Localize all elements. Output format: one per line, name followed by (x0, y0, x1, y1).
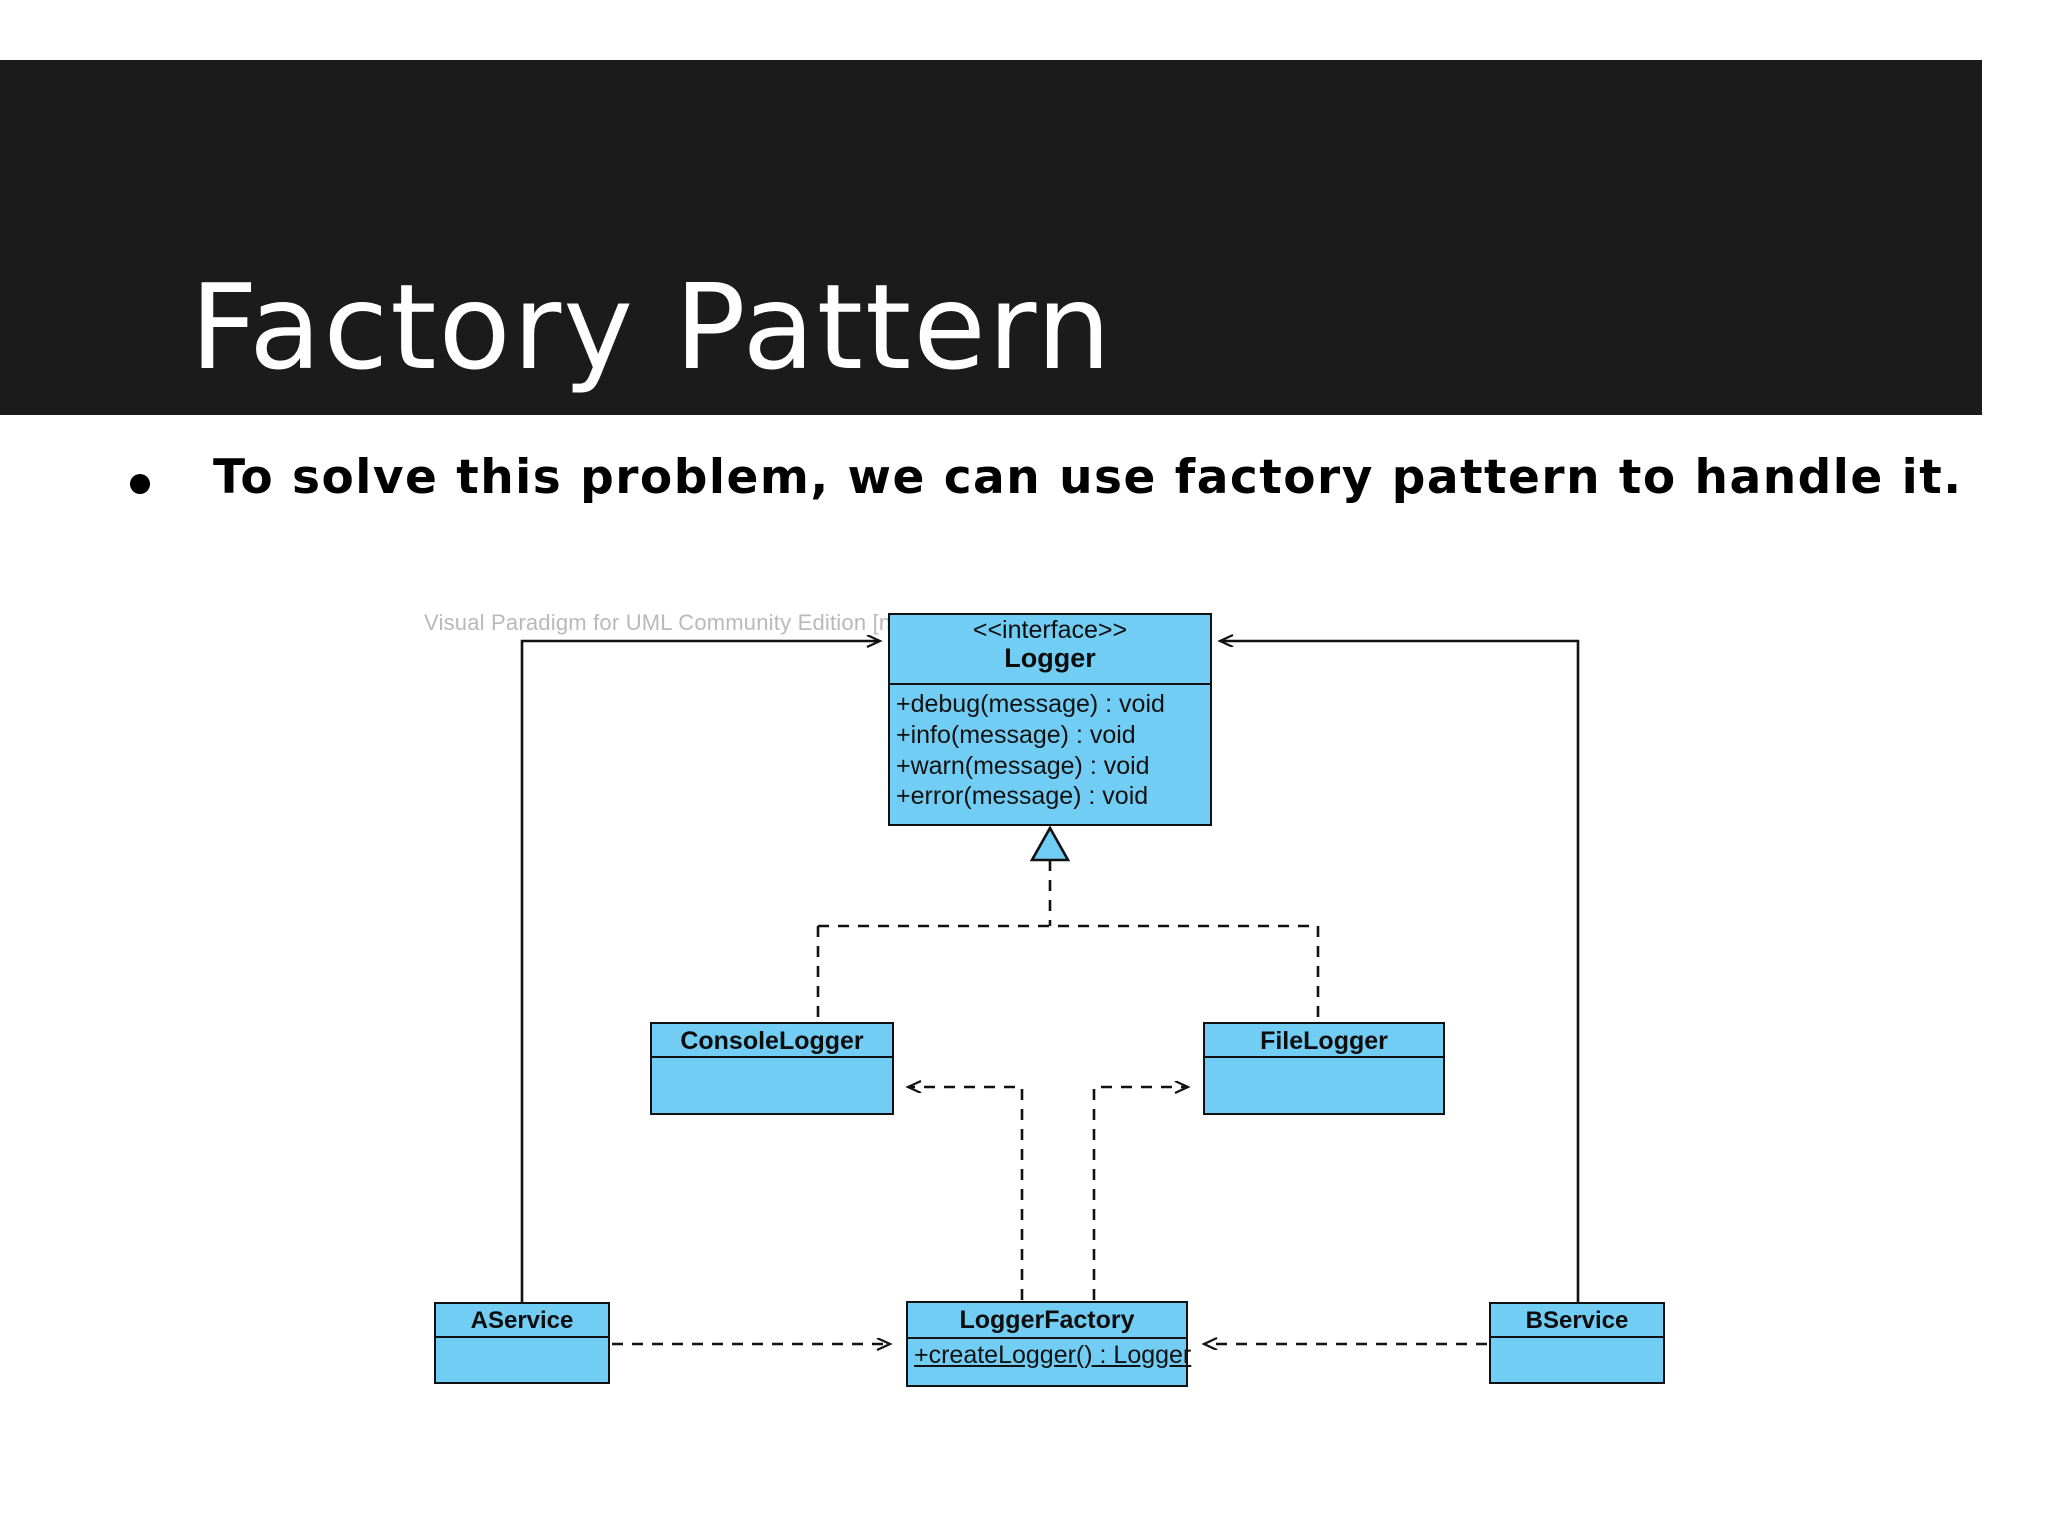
uml-class-name: LoggerFactory (959, 1306, 1135, 1334)
uml-class-name: AService (470, 1307, 574, 1334)
uml-class-loggerfactory[interactable]: LoggerFactory +createLogger() : Logger (906, 1301, 1192, 1387)
edge-aservice-to-logger (520, 641, 880, 1302)
uml-member: +error(message) : void (896, 782, 1149, 811)
uml-member: +warn(message) : void (896, 751, 1150, 780)
uml-class-members: +debug(message) : void +info(message) : … (890, 685, 1210, 824)
uml-class-members: +createLogger() : Logger (908, 1339, 1192, 1385)
uml-class-header: FileLogger (1205, 1024, 1443, 1058)
uml-class-members (436, 1338, 608, 1382)
bullet-text: To solve this problem, we can use factor… (213, 450, 1963, 505)
uml-member: +info(message) : void (896, 720, 1136, 749)
uml-class-logger[interactable]: <<interface>> Logger +debug(message) : v… (888, 613, 1212, 826)
uml-class-bservice[interactable]: BService (1489, 1302, 1665, 1384)
uml-class-header: LoggerFactory (908, 1303, 1186, 1339)
bullet-list-item: To solve this problem, we can use factor… (130, 452, 1963, 504)
uml-stereotype: <<interface>> (972, 616, 1128, 644)
uml-class-members (652, 1058, 892, 1113)
edge-realization-tree (816, 825, 1320, 1020)
uml-class-consolelogger[interactable]: ConsoleLogger (650, 1022, 894, 1115)
uml-class-diagram: Visual Paradigm for UML Community Editio… (0, 560, 2048, 1460)
uml-member: +debug(message) : void (896, 690, 1165, 718)
uml-class-header: BService (1491, 1304, 1663, 1338)
uml-class-name: Logger (1004, 643, 1096, 674)
uml-class-name: BService (1525, 1307, 1629, 1334)
uml-class-header: AService (436, 1304, 608, 1338)
edge-create-filelogger (1092, 1087, 1188, 1300)
title-bar: Factory Pattern (0, 60, 1982, 415)
uml-class-header: <<interface>> Logger (890, 615, 1210, 685)
edge-bservice-to-logger (1220, 641, 1580, 1302)
uml-class-members (1491, 1338, 1663, 1382)
uml-class-filelogger[interactable]: FileLogger (1203, 1022, 1445, 1115)
uml-class-header: ConsoleLogger (652, 1024, 892, 1058)
uml-class-members (1205, 1058, 1443, 1113)
page-title: Factory Pattern (190, 258, 1114, 396)
edge-create-consolelogger (908, 1087, 1024, 1300)
uml-class-name: FileLogger (1260, 1027, 1388, 1055)
bullet-marker-icon (130, 474, 150, 494)
connector-layer (520, 560, 1580, 1460)
uml-class-name: ConsoleLogger (680, 1027, 864, 1055)
uml-class-aservice[interactable]: AService (434, 1302, 610, 1384)
uml-member: +createLogger() : Logger (914, 1341, 1192, 1369)
